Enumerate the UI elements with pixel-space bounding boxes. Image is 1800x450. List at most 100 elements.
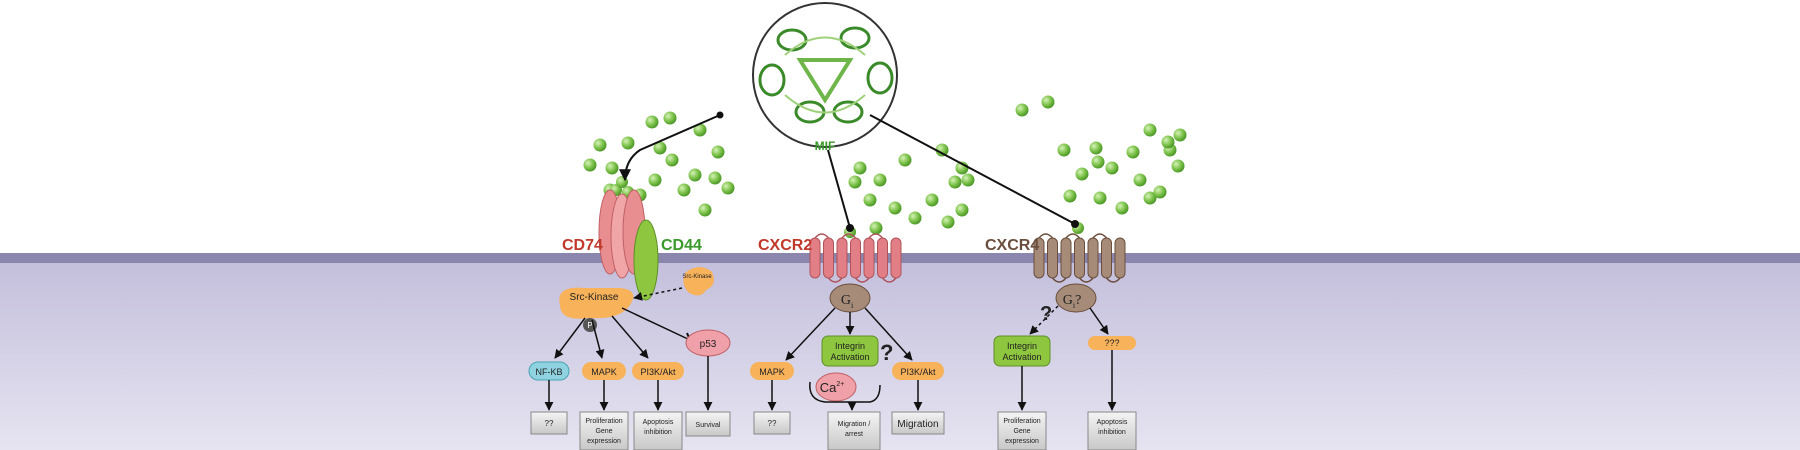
outcome-box-migration-arrest bbox=[827, 411, 881, 450]
integrin-label-mid-1: Integrin bbox=[835, 341, 865, 351]
transmembrane-helix bbox=[850, 237, 861, 279]
src-kinase-small-label: Src-Kinase bbox=[682, 274, 712, 280]
mif-particle bbox=[898, 153, 912, 167]
transmembrane-helix bbox=[1047, 237, 1058, 279]
outcome-mapk-left-3: expression bbox=[587, 438, 621, 445]
transmembrane-helix bbox=[1101, 237, 1112, 279]
src-kinase-label: Src-Kinase bbox=[570, 292, 619, 303]
mapk-label-mid: MAPK bbox=[759, 367, 785, 377]
mif-particle bbox=[1115, 201, 1129, 215]
middle-pathway: Gi Integrin Activation ? Ca2+ MAPK PI3K/… bbox=[750, 283, 945, 450]
mif-particle bbox=[708, 171, 722, 185]
phospho-label: P bbox=[587, 321, 592, 330]
mif-particle bbox=[583, 158, 597, 172]
outcome-pi3k-left-2: inhibition bbox=[644, 429, 672, 436]
mif-particle bbox=[648, 173, 662, 187]
mif-particle bbox=[1143, 123, 1157, 137]
receptor-loop bbox=[827, 277, 843, 283]
pi3k-label-left: PI3K/Akt bbox=[640, 367, 676, 377]
receptor-loop bbox=[881, 277, 897, 283]
outcome-unknown-1: Apoptosis bbox=[1097, 419, 1128, 426]
cxcr2-label: CXCR2 bbox=[758, 237, 812, 254]
unknown-label: ??? bbox=[1104, 338, 1119, 348]
left-pathway: Src-Kinase Src-Kinase P NF-KB MAPK PI3K/… bbox=[528, 267, 731, 450]
outcome-integrin-right-2: Gene bbox=[1013, 428, 1030, 435]
mif-particle bbox=[688, 168, 702, 182]
transmembrane-helix bbox=[1074, 237, 1085, 279]
mif-particle bbox=[721, 181, 735, 195]
transmembrane-helix bbox=[877, 237, 888, 279]
mif-particle bbox=[645, 115, 659, 129]
outcome-box-migration bbox=[891, 411, 945, 435]
mif-line-start-dot bbox=[716, 111, 724, 119]
outcome-mapk-mid: ?? bbox=[768, 419, 777, 428]
mif-particle bbox=[948, 175, 962, 189]
pi3k-node-mid bbox=[892, 362, 944, 380]
outcome-integrin-right-3: expression bbox=[1005, 438, 1039, 445]
mif-particle bbox=[1133, 173, 1147, 187]
outcome-migration-arrest-2: arrest bbox=[845, 431, 863, 438]
mif-particle bbox=[955, 203, 969, 217]
receptor-loop bbox=[868, 233, 884, 239]
outcome-box-mapk-mid bbox=[753, 411, 791, 435]
receptor-loop bbox=[1078, 277, 1094, 283]
mif-particle bbox=[693, 123, 707, 137]
mif-particle bbox=[853, 161, 867, 175]
outcome-box-nfkb bbox=[530, 411, 568, 435]
pi3k-node-left bbox=[632, 362, 684, 380]
outcome-unknown-2: inhibition bbox=[1098, 429, 1126, 436]
mif-particle bbox=[888, 201, 902, 215]
mif-particle bbox=[1041, 95, 1055, 109]
mif-particle bbox=[908, 211, 922, 225]
transmembrane-helix bbox=[890, 237, 902, 279]
mif-particle bbox=[1173, 128, 1187, 142]
mif-particle bbox=[677, 183, 691, 197]
outcome-p53: Survival bbox=[696, 422, 721, 429]
unknown-node bbox=[1088, 336, 1136, 350]
cd44-receptor bbox=[633, 219, 659, 301]
mif-particle bbox=[1153, 185, 1167, 199]
mif-particle bbox=[665, 153, 679, 167]
integrin-question-right: ? bbox=[1040, 303, 1052, 325]
mif-particle bbox=[1057, 143, 1071, 157]
mif-particle bbox=[1161, 135, 1175, 149]
mif-particle bbox=[711, 145, 725, 159]
cxcr2-receptor bbox=[809, 233, 902, 283]
gi-node-cxcr4 bbox=[1055, 283, 1097, 313]
outcome-box-p53 bbox=[685, 411, 731, 437]
mif-connectors bbox=[619, 114, 1076, 229]
receptor-loop bbox=[814, 233, 830, 239]
receptor-loop bbox=[1092, 233, 1108, 239]
mif-particle bbox=[925, 193, 939, 207]
p53-label: p53 bbox=[700, 339, 717, 350]
mapk-label-left: MAPK bbox=[591, 367, 617, 377]
mapk-node-mid bbox=[750, 362, 794, 380]
mif-particle bbox=[1143, 191, 1157, 205]
mif-particle bbox=[1091, 155, 1105, 169]
pi3k-label-mid: PI3K/Akt bbox=[900, 367, 936, 377]
gi-label-cxcr2: Gi bbox=[841, 293, 854, 310]
integrin-label-right-2: Activation bbox=[1002, 352, 1041, 362]
receptor-loop bbox=[1105, 277, 1121, 283]
mif-bound-particle bbox=[616, 176, 628, 188]
mif-particle bbox=[1171, 159, 1185, 173]
mif-particle bbox=[935, 143, 949, 157]
mif-particle bbox=[621, 136, 635, 150]
mif-particle bbox=[1093, 191, 1107, 205]
mif-particle bbox=[941, 215, 955, 229]
mif-particle bbox=[593, 138, 607, 152]
mif-particle bbox=[1126, 145, 1140, 159]
integrin-question-mid: ? bbox=[880, 340, 893, 365]
mif-particles bbox=[583, 95, 1187, 238]
right-pathway: Gi? ? Integrin Activation ??? Proliferat… bbox=[993, 283, 1137, 450]
calcium-label: Ca2+ bbox=[820, 380, 845, 395]
nfkb-label: NF-KB bbox=[536, 367, 563, 377]
mif-particle bbox=[605, 161, 619, 175]
outcome-nfkb: ?? bbox=[545, 419, 554, 428]
mif-particle bbox=[869, 221, 883, 235]
src-kinase-small-node bbox=[683, 267, 714, 296]
mif-particle bbox=[848, 175, 862, 189]
outcome-box-pi3k-left bbox=[633, 411, 683, 450]
outcome-migration: Migration bbox=[897, 419, 938, 430]
